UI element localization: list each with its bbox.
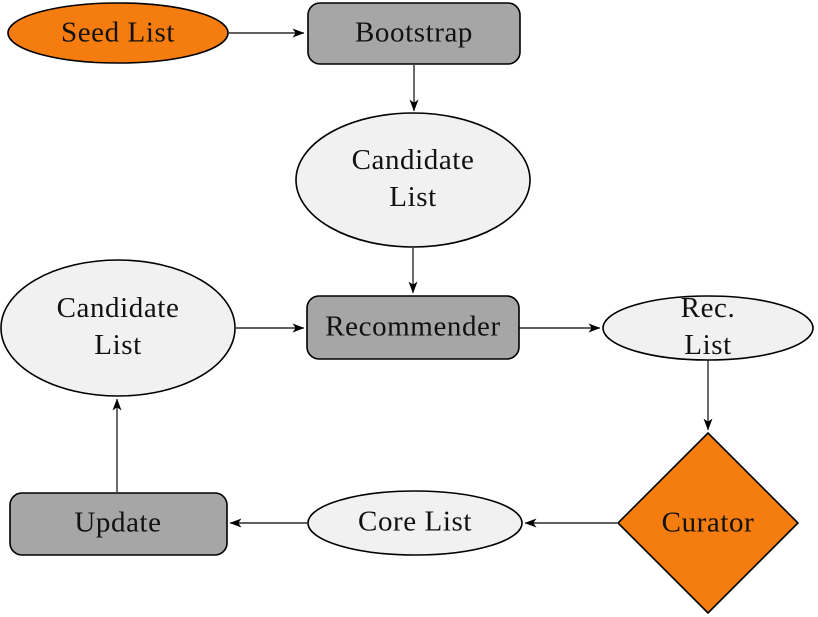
node-candidate-list-left: [0, 259, 236, 397]
node-core-list: [307, 490, 523, 556]
node-candidate-list-top: [295, 112, 531, 248]
node-update: [9, 492, 228, 556]
node-seed-list: [7, 2, 229, 64]
node-curator: [616, 431, 800, 615]
node-recommender: [306, 295, 520, 360]
edges-group: [112, 28, 713, 528]
node-bootstrap: [307, 2, 521, 65]
node-rec-list: [602, 295, 814, 361]
